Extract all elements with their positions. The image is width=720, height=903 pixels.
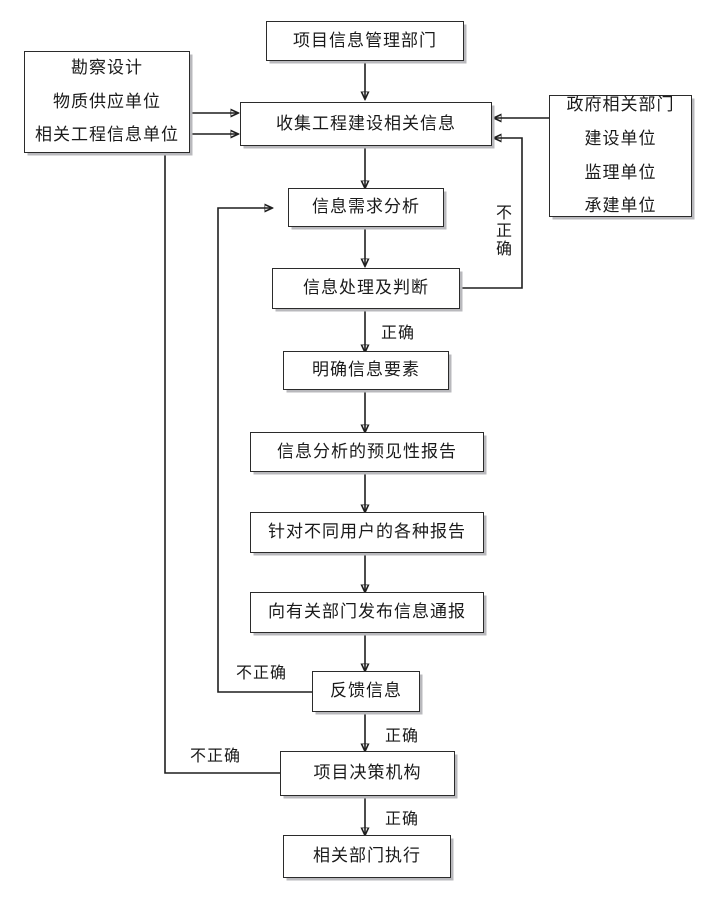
node-label: 相关部门执行 (313, 846, 421, 867)
node-label: 明确信息要素 (312, 360, 420, 381)
edge-label-decision-incorrect: 不正确 (190, 746, 242, 765)
node-label: 信息分析的预见性报告 (277, 441, 457, 462)
node-left-information-sources[interactable]: 勘察设计 物质供应单位 相关工程信息单位 (24, 51, 190, 153)
node-label: 信息需求分析 (312, 197, 420, 218)
edge-feedback-incorrect-loop (217, 208, 312, 693)
edge-label-decision-correct: 正确 (385, 809, 420, 828)
node-label-line-3: 相关工程信息单位 (35, 125, 179, 146)
edge-label-process-incorrect: 不正确 (493, 204, 512, 258)
node-collect-construction-information[interactable]: 收集工程建设相关信息 (240, 102, 492, 146)
node-label-line-1: 政府相关部门 (566, 95, 675, 116)
node-label: 项目决策机构 (313, 763, 422, 784)
edge-process-incorrect-loop (460, 138, 523, 289)
node-feedback-information[interactable]: 反馈信息 (312, 671, 420, 712)
node-label: 反馈信息 (330, 681, 402, 702)
node-project-decision-body[interactable]: 项目决策机构 (280, 751, 455, 796)
node-predictive-analysis-report[interactable]: 信息分析的预见性报告 (250, 432, 484, 472)
node-label-line-2: 物质供应单位 (53, 91, 161, 112)
node-label-line-2: 建设单位 (584, 128, 657, 149)
edge-label-feedback-correct: 正确 (385, 726, 420, 745)
node-label-line-1: 勘察设计 (71, 58, 143, 79)
node-label-line-4: 承建单位 (584, 196, 657, 217)
node-label: 针对不同用户的各种报告 (268, 522, 466, 543)
edge-label-feedback-incorrect: 不正确 (236, 663, 288, 682)
node-label: 收集工程建设相关信息 (276, 113, 456, 134)
node-label: 信息处理及判断 (303, 278, 429, 299)
node-label: 向有关部门发布信息通报 (268, 602, 466, 623)
node-information-processing-judgement[interactable]: 信息处理及判断 (272, 268, 460, 309)
edge-label-process-correct: 正确 (381, 323, 416, 342)
node-relevant-department-execution[interactable]: 相关部门执行 (283, 835, 451, 878)
node-information-demand-analysis[interactable]: 信息需求分析 (288, 188, 444, 227)
node-right-information-sources[interactable]: 政府相关部门 建设单位 监理单位 承建单位 (549, 95, 692, 217)
node-info-management-department[interactable]: 项目信息管理部门 (266, 21, 464, 61)
node-clarify-information-elements[interactable]: 明确信息要素 (283, 351, 449, 390)
node-label: 项目信息管理部门 (293, 30, 437, 51)
edge-decision-incorrect-loop (164, 134, 280, 774)
node-reports-for-different-users[interactable]: 针对不同用户的各种报告 (250, 512, 484, 553)
node-label-line-3: 监理单位 (584, 162, 657, 183)
node-publish-information-bulletin[interactable]: 向有关部门发布信息通报 (250, 592, 484, 633)
